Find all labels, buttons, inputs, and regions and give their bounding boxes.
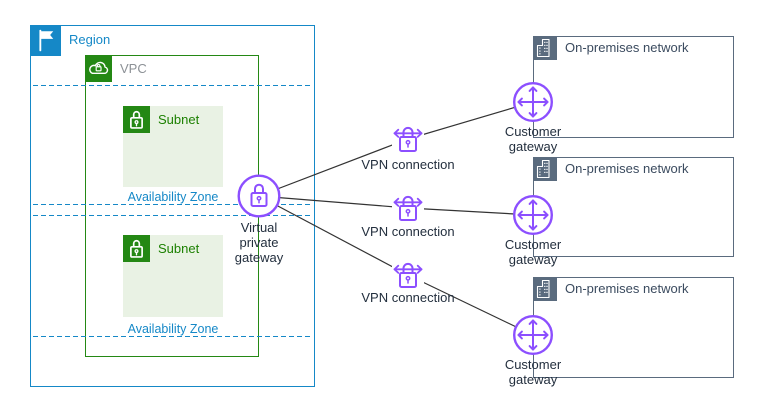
building-icon (533, 157, 557, 181)
vpn-connection-label: VPN connection (361, 157, 455, 172)
region-flag-icon (30, 25, 61, 56)
vpn-connection-label: VPN connection (361, 290, 455, 305)
availability-zone-label: Availability Zone (127, 322, 219, 336)
building-icon (533, 277, 557, 301)
vpn-connection-icon (390, 121, 426, 157)
customer-gateway-icon (511, 193, 555, 237)
customer-gateway-label: Customer gateway (504, 237, 562, 267)
vpn-connection-label: VPN connection (361, 224, 455, 239)
subnet-lock-icon (123, 235, 150, 262)
customer-gateway-label: Customer gateway (504, 124, 562, 154)
vpc-label: VPC (120, 61, 147, 76)
availability-zone-label: Availability Zone (127, 190, 219, 204)
subnet-lock-icon (123, 106, 150, 133)
customer-gateway-label: Customer gateway (504, 357, 562, 387)
vpn-connection-icon (390, 257, 426, 293)
region-container (30, 25, 315, 387)
virtual-private-gateway-label: Virtual private gateway (234, 220, 284, 265)
subnet-label: Subnet (158, 241, 200, 256)
vpc-cloud-icon (85, 55, 112, 82)
on-premises-network-label: On-premises network (565, 161, 689, 176)
building-icon (533, 36, 557, 60)
customer-gateway-icon (511, 313, 555, 357)
virtual-private-gateway-icon (236, 173, 282, 219)
on-premises-network-label: On-premises network (565, 40, 689, 55)
vpn-connection-icon (390, 190, 426, 226)
on-premises-network-label: On-premises network (565, 281, 689, 296)
subnet-label: Subnet (158, 112, 200, 127)
customer-gateway-icon (511, 80, 555, 124)
region-label: Region (69, 32, 111, 47)
